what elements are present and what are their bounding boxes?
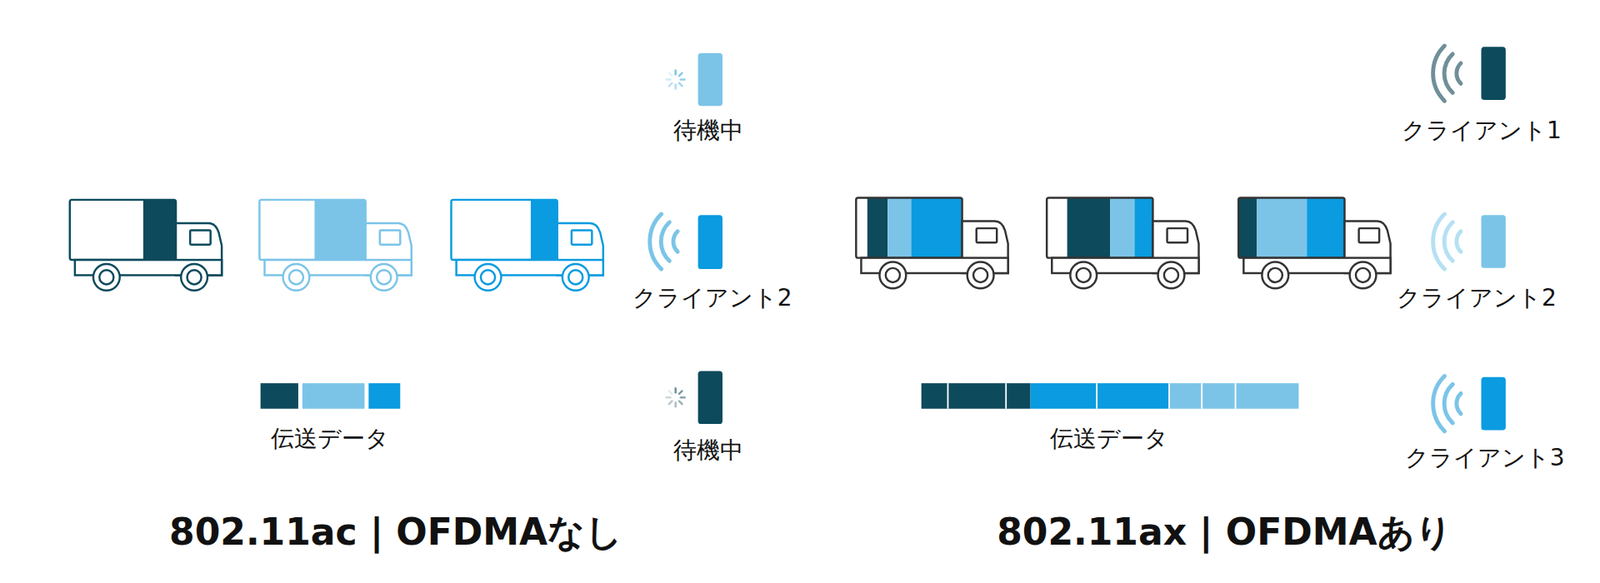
truck bbox=[1238, 197, 1390, 289]
truck bbox=[855, 197, 1008, 289]
status-label: 待機中 bbox=[673, 116, 744, 145]
section-heading: 802.11ax | OFDMAあり bbox=[996, 510, 1452, 555]
status-label: 待機中 bbox=[673, 436, 744, 465]
data-label: 伝送データ bbox=[1050, 425, 1169, 454]
phone-active bbox=[650, 214, 723, 270]
client-label: クライアント2 bbox=[1396, 284, 1557, 313]
client-label: クライアント1 bbox=[1401, 116, 1562, 145]
truck bbox=[1046, 197, 1199, 289]
truck bbox=[70, 200, 222, 291]
phone-waiting bbox=[666, 53, 723, 107]
phone-active bbox=[1433, 376, 1506, 432]
data-label: 伝送データ bbox=[270, 425, 390, 454]
truck bbox=[259, 200, 411, 291]
section-heading: 802.11ac | OFDMAなし bbox=[169, 510, 623, 555]
phone-active bbox=[1433, 214, 1506, 270]
data-bar bbox=[260, 383, 401, 410]
data-bar bbox=[921, 383, 1300, 410]
truck bbox=[450, 200, 603, 291]
phone-waiting bbox=[666, 370, 723, 425]
phone-active bbox=[1433, 45, 1506, 101]
client-label: クライアント2 bbox=[632, 284, 793, 313]
client-label: クライアント3 bbox=[1405, 444, 1565, 473]
